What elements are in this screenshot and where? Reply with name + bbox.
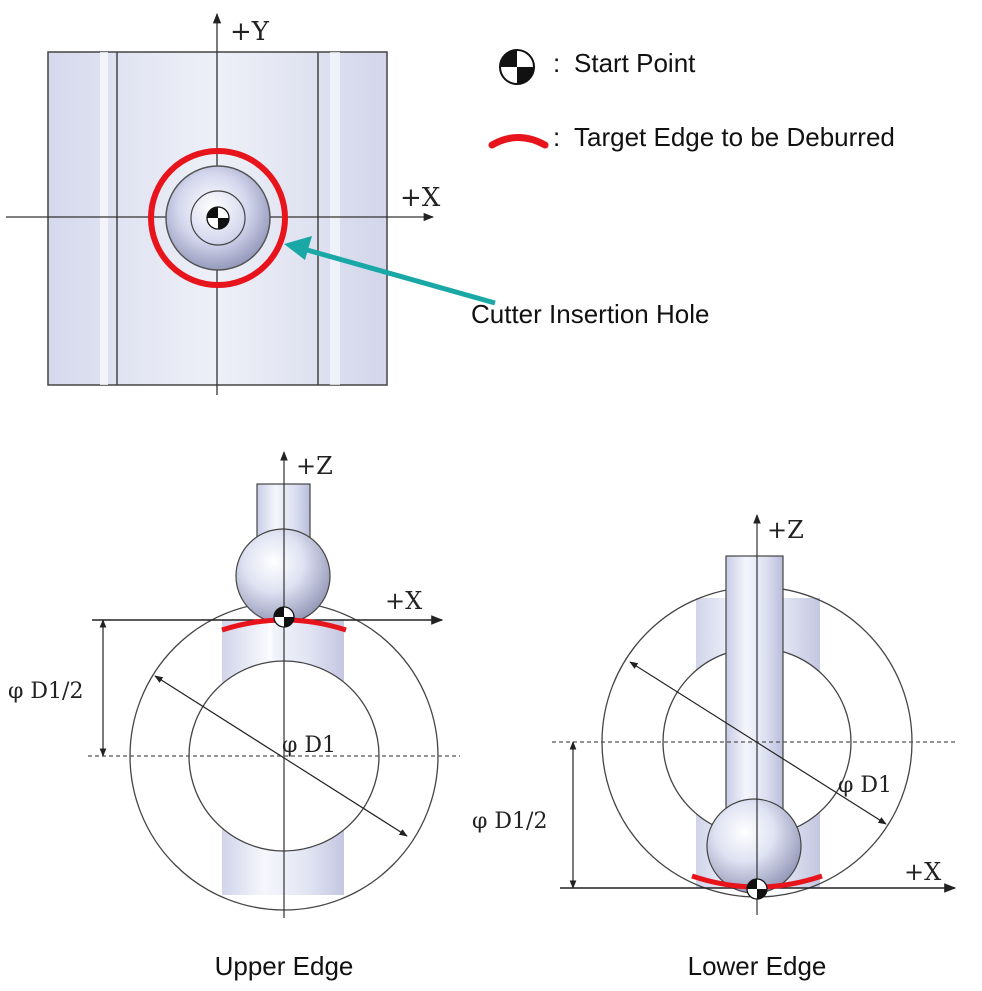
hole-inner-ring (190, 190, 246, 246)
upper-z-axis-label: +Z (296, 452, 333, 480)
target-edge-circle (148, 148, 288, 288)
legend: : Start Point : Target Edge to be Deburr… (488, 48, 895, 152)
upper-x-axis-label: +X (385, 587, 422, 615)
upper-diameter-label: φ D1 (282, 733, 336, 758)
callout-arrow-head (284, 236, 312, 260)
lower-edge-view: +Z +X φ D1/2 φ D1 Lower Edge (472, 514, 958, 981)
upper-edge-view: +Z +X φ D1/2 φ D1 Upper Edge (8, 451, 460, 981)
legend-separator-1: : (553, 48, 560, 78)
upper-start-point-marker (273, 606, 295, 628)
top-view: +Y +X Cutter Insertion Hole (6, 12, 709, 395)
upper-diameter-dimension (154, 675, 408, 837)
callout-arrow-line (299, 245, 496, 306)
start-point-marker (206, 206, 230, 230)
legend-separator-2: : (553, 122, 560, 152)
upper-caption: Upper Edge (215, 951, 354, 981)
lower-radius-label: φ D1/2 (472, 809, 547, 834)
lower-x-axis-label: +X (904, 858, 941, 886)
lower-caption: Lower Edge (688, 951, 827, 981)
lower-cutter-shank (725, 555, 784, 837)
upper-radius-label: φ D1/2 (8, 679, 83, 704)
legend-target-edge-label: Target Edge to be Deburred (574, 122, 895, 152)
lower-start-point-marker (746, 878, 768, 900)
top-y-axis-label: +Y (230, 17, 270, 47)
legend-target-edge-icon (488, 134, 549, 149)
legend-start-point-label: Start Point (574, 48, 696, 78)
lower-z-axis-label: +Z (767, 516, 804, 544)
legend-start-point-icon (499, 49, 535, 85)
lower-diameter-label: φ D1 (838, 773, 892, 798)
top-x-axis-label: +X (400, 183, 441, 213)
callout-label: Cutter Insertion Hole (471, 299, 709, 329)
lower-diameter-dimension (629, 661, 887, 825)
